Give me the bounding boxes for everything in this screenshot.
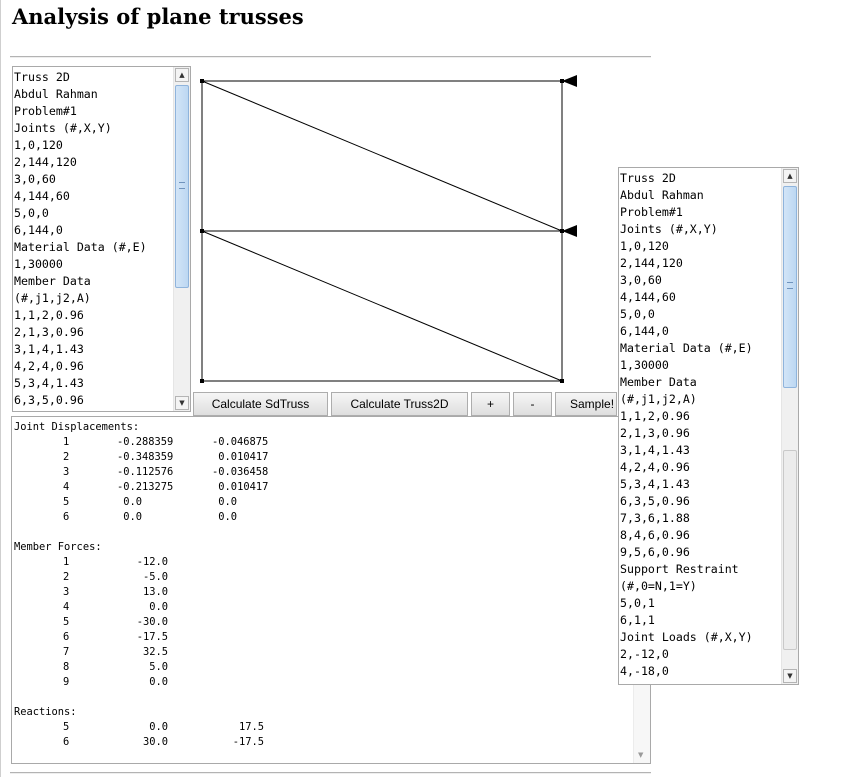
member-force-cell: 13.0 (142, 586, 168, 598)
calculate-truss2d-button[interactable]: Calculate Truss2D (331, 392, 468, 416)
reaction-cell: 5 (63, 721, 70, 733)
joint-displacement-cell: -0.036458 (212, 466, 269, 478)
reactions-header: Reactions: (14, 706, 77, 718)
joint-displacement-cell: -0.213275 (117, 481, 174, 493)
member-force-cell: 5 (63, 616, 70, 628)
scroll-down-icon[interactable]: ▼ (783, 669, 797, 683)
member-force-cell: -17.5 (136, 631, 168, 643)
joint-displacement-cell: -0.112576 (117, 466, 174, 478)
member-force-cell: -30.0 (136, 616, 168, 628)
truss-joint-1 (200, 79, 204, 83)
joint-displacement-cell: 3 (63, 466, 70, 478)
joint-displacement-cell: 0.0 (218, 496, 238, 508)
input-scrollbar[interactable]: ▲ ▼ (173, 67, 190, 411)
member-force-cell: 4 (63, 601, 70, 613)
joint-displacement-cell: 4 (63, 481, 70, 493)
truss-input-text: Truss 2D Abdul Rahman Problem#1 Joints (… (14, 70, 147, 411)
joint-load-arrow-4 (562, 225, 577, 237)
joint-displacement-cell: -0.348359 (117, 451, 174, 463)
joint-displacement-cell: -0.046875 (212, 436, 269, 448)
joint-displacement-cell: 0.010417 (218, 481, 269, 493)
joint-displacement-cell: -0.288359 (117, 436, 174, 448)
truss-diagram (200, 75, 577, 383)
reaction-cell: 17.5 (238, 721, 264, 733)
reaction-cell: 0.0 (149, 721, 168, 733)
input-scroll-thumb[interactable] (175, 85, 189, 288)
scroll-up-icon[interactable]: ▲ (175, 68, 189, 82)
member-force-cell: 3 (63, 586, 70, 598)
reaction-cell: 6 (63, 736, 70, 748)
member-force-cell: 5.0 (149, 661, 168, 673)
zoom-out-button[interactable]: - (513, 392, 552, 416)
member-force-cell: 0.0 (149, 601, 168, 613)
member-force-cell: 0.0 (149, 676, 168, 688)
side-scroll-thumb[interactable] (783, 186, 797, 388)
top-divider (10, 56, 651, 58)
member-force-cell: 2 (63, 571, 70, 583)
member-force-cell: -5.0 (142, 571, 168, 583)
results-scroll-down-icon[interactable]: ▼ (638, 751, 644, 759)
truss-member-7 (201, 230, 563, 382)
joint-displacement-cell: 6 (63, 511, 70, 523)
calculate-sdtruss-button[interactable]: Calculate SdTruss (193, 392, 328, 416)
truss-joint-3 (200, 229, 204, 233)
joint-displacements-header: Joint Displacements: (14, 421, 140, 433)
joint-displacement-cell: 5 (63, 496, 70, 508)
joint-displacement-cell: 0.0 (218, 511, 238, 523)
truss-echo-textarea[interactable]: Truss 2D Abdul Rahman Problem#1 Joints (… (618, 167, 799, 685)
joint-displacement-cell: 0.0 (123, 511, 143, 523)
truss-member-3 (201, 80, 563, 232)
reaction-cell: 30.0 (142, 736, 168, 748)
page-left-border (0, 0, 1, 777)
side-scroll-track-thumb (783, 450, 797, 650)
member-force-cell: -12.0 (136, 556, 168, 568)
member-forces-header: Member Forces: (14, 541, 102, 553)
scroll-up-icon[interactable]: ▲ (783, 169, 797, 183)
truss-input-textarea[interactable]: Truss 2D Abdul Rahman Problem#1 Joints (… (12, 66, 191, 412)
joint-displacement-cell: 0.010417 (218, 451, 269, 463)
joint-displacement-cell: 0.0 (123, 496, 143, 508)
side-scrollbar[interactable]: ▲ ▼ (781, 168, 798, 684)
truss-joint-6 (560, 379, 564, 383)
member-force-cell: 6 (63, 631, 70, 643)
sample-button[interactable]: Sample! (555, 392, 617, 416)
zoom-in-button[interactable]: + (471, 392, 510, 416)
scroll-down-icon[interactable]: ▼ (175, 396, 189, 410)
results-textarea[interactable]: Joint Displacements: Member Forces: Reac… (11, 416, 651, 764)
member-force-cell: 9 (63, 676, 70, 688)
joint-displacement-cell: 1 (63, 436, 70, 448)
member-force-cell: 7 (63, 646, 70, 658)
member-force-cell: 32.5 (142, 646, 168, 658)
member-force-cell: 8 (63, 661, 70, 673)
truss-joint-5 (200, 379, 204, 383)
truss-echo-text: Truss 2D Abdul Rahman Problem#1 Joints (… (620, 171, 753, 678)
bottom-divider (10, 772, 651, 774)
joint-load-arrow-2 (562, 75, 577, 87)
joint-displacement-cell: 2 (63, 451, 70, 463)
page-title: Analysis of plane trusses (12, 4, 304, 29)
reaction-cell: -17.5 (232, 736, 264, 748)
member-force-cell: 1 (63, 556, 70, 568)
